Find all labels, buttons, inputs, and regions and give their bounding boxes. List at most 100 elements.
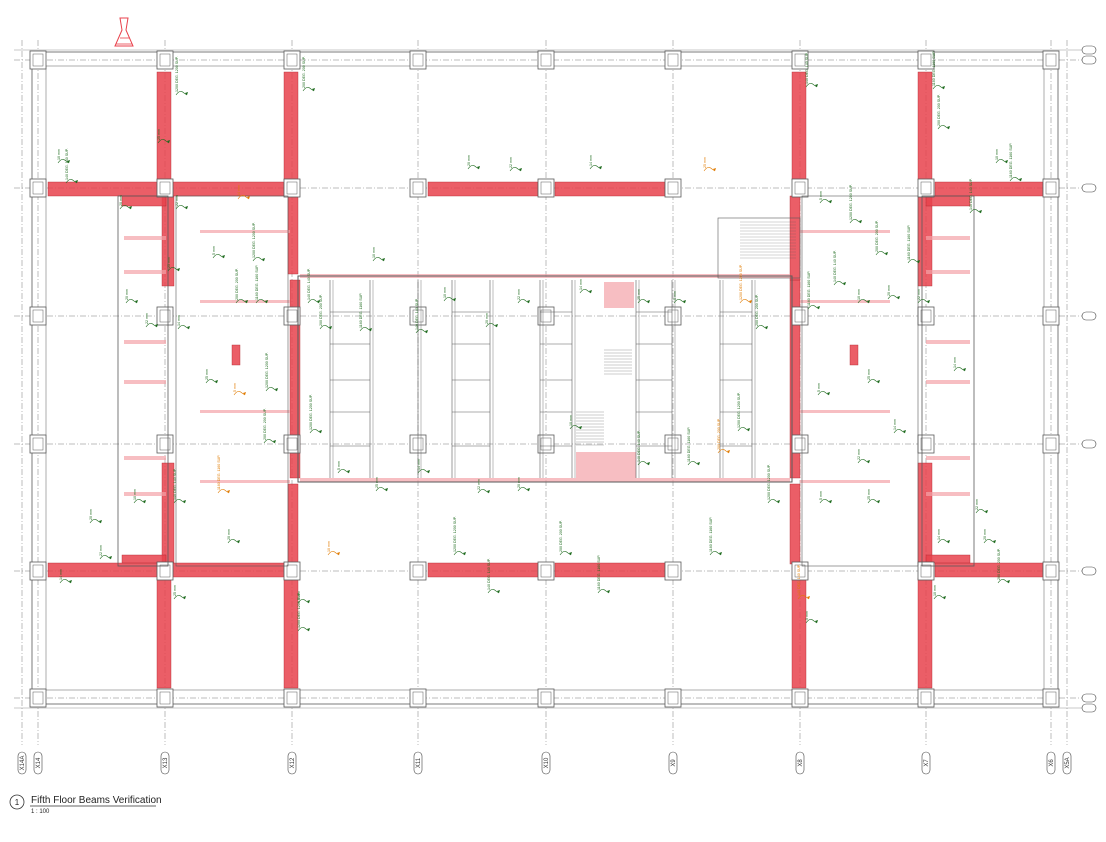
column	[1042, 561, 1060, 581]
beam-annotation-text: 25 mm	[205, 369, 209, 380]
column	[156, 434, 174, 454]
annotation-leader	[1009, 177, 1022, 182]
column-core	[920, 564, 932, 578]
column	[664, 50, 682, 70]
beam-annotation-text: 10 mm	[372, 247, 376, 258]
annotation-leader	[145, 323, 158, 328]
column	[537, 50, 555, 70]
beam-annotation-text: 20 mm	[485, 313, 489, 324]
beam-annotation-text: 14 mm	[953, 357, 957, 368]
annotation-leader	[119, 205, 132, 210]
view-number: 1	[15, 798, 20, 807]
column-core	[920, 691, 932, 705]
beam-annotation-text: 200 DEG. 200 SUP.	[235, 268, 239, 300]
beam-annotation-text: 25 mm	[867, 369, 871, 380]
core-outline	[297, 275, 793, 483]
highlighted-beam-light	[300, 478, 790, 482]
highlighted-beam	[554, 562, 666, 578]
beam-annotation-text: 1200 DEG. 1200 SUP.	[849, 184, 853, 220]
column	[29, 434, 47, 454]
column-core	[667, 309, 679, 323]
column-core	[540, 564, 552, 578]
column	[409, 688, 427, 708]
annotation-leader	[485, 323, 498, 328]
annotation-leader	[833, 281, 846, 286]
annotation-arrow-icon	[683, 300, 686, 303]
annotation-leader	[65, 179, 78, 184]
highlighted-beam	[156, 71, 172, 181]
annotation-leader	[309, 429, 322, 434]
annotation-arrow-icon	[155, 324, 158, 327]
grid-bubble-label: X6	[1049, 759, 1055, 767]
annotation-leader	[673, 299, 686, 304]
annotation-arrow-icon	[747, 428, 750, 431]
beam-annotation-text: 200 DEG. 200 SUP.	[319, 294, 323, 326]
column	[791, 434, 809, 454]
annotation-arrow-icon	[963, 368, 966, 371]
annotation-arrow-icon	[262, 258, 265, 261]
annotation-leader	[237, 195, 250, 200]
annotation-leader	[937, 539, 950, 544]
beam-annotation-text: 20 mm	[983, 529, 987, 540]
annotation-leader	[467, 165, 480, 170]
beam-annotation-text: 140 DEG. 140 SUP.	[487, 558, 491, 590]
annotation-arrow-icon	[749, 300, 752, 303]
beam-annotation-text: 1160 DEG. 1160 SUP.	[807, 271, 811, 306]
beam-annotation-text: 25 mm	[375, 477, 379, 488]
beam-annotation-text: 22 mm	[509, 157, 513, 168]
highlighted-beam	[917, 577, 933, 689]
highlighted-beam-light	[200, 480, 290, 483]
annotation-arrow-icon	[843, 282, 846, 285]
column	[29, 688, 47, 708]
annotation-leader	[983, 539, 996, 544]
annotation-arrow-icon	[867, 460, 870, 463]
column-core	[1045, 437, 1057, 451]
annotation-leader	[173, 595, 186, 600]
highlighted-beam	[121, 554, 167, 564]
annotation-leader	[255, 299, 268, 304]
column	[283, 688, 301, 708]
highlighted-beam-light	[926, 236, 970, 240]
column	[537, 306, 555, 326]
highlighted-beam	[287, 483, 299, 565]
column-core	[794, 53, 806, 67]
annotation-arrow-icon	[227, 490, 230, 493]
annotation-leader	[175, 205, 188, 210]
beam-annotation-text: 22 mm	[175, 195, 179, 206]
annotation-arrow-icon	[777, 500, 780, 503]
beam-annotation-text: 14 mm	[417, 459, 421, 470]
column	[156, 688, 174, 708]
column-core	[667, 53, 679, 67]
beam-annotation-text: 140 DEG. 140 SUP.	[307, 268, 311, 300]
column-core	[159, 437, 171, 451]
beam-annotation-text: 5 mm	[817, 383, 821, 392]
beam-annotation-text: 1160 DEG. 1160 SUP.	[709, 517, 713, 552]
column-core	[794, 437, 806, 451]
annotation-leader	[212, 254, 225, 259]
annotation-arrow-icon	[307, 600, 310, 603]
beam-annotation-text: 200 DEG. 200 SUP.	[755, 294, 759, 326]
highlighted-beam-light	[926, 340, 970, 344]
column-core	[794, 181, 806, 195]
column	[917, 561, 935, 581]
annotation-arrow-icon	[1005, 160, 1008, 163]
view-scale: 1 : 100	[31, 809, 50, 815]
annotation-arrow-icon	[183, 596, 186, 599]
annotation-leader	[953, 367, 966, 372]
column	[664, 688, 682, 708]
annotation-leader	[233, 391, 246, 396]
north-symbol-icon	[114, 17, 134, 47]
column	[537, 688, 555, 708]
annotation-arrow-icon	[497, 590, 500, 593]
beam-annotation-text: 20 mm	[467, 155, 471, 166]
grid-bubble-label: X12	[290, 757, 296, 768]
annotation-arrow-icon	[827, 392, 830, 395]
highlighted-beam-light	[604, 282, 634, 308]
wall-outlines	[29, 50, 1060, 708]
column-core	[159, 181, 171, 195]
beam-annotation-text: 140 DEG. 140 SUP.	[173, 468, 177, 500]
annotation-leader	[175, 91, 188, 96]
highlighted-beam	[156, 577, 172, 689]
column-core	[920, 309, 932, 323]
